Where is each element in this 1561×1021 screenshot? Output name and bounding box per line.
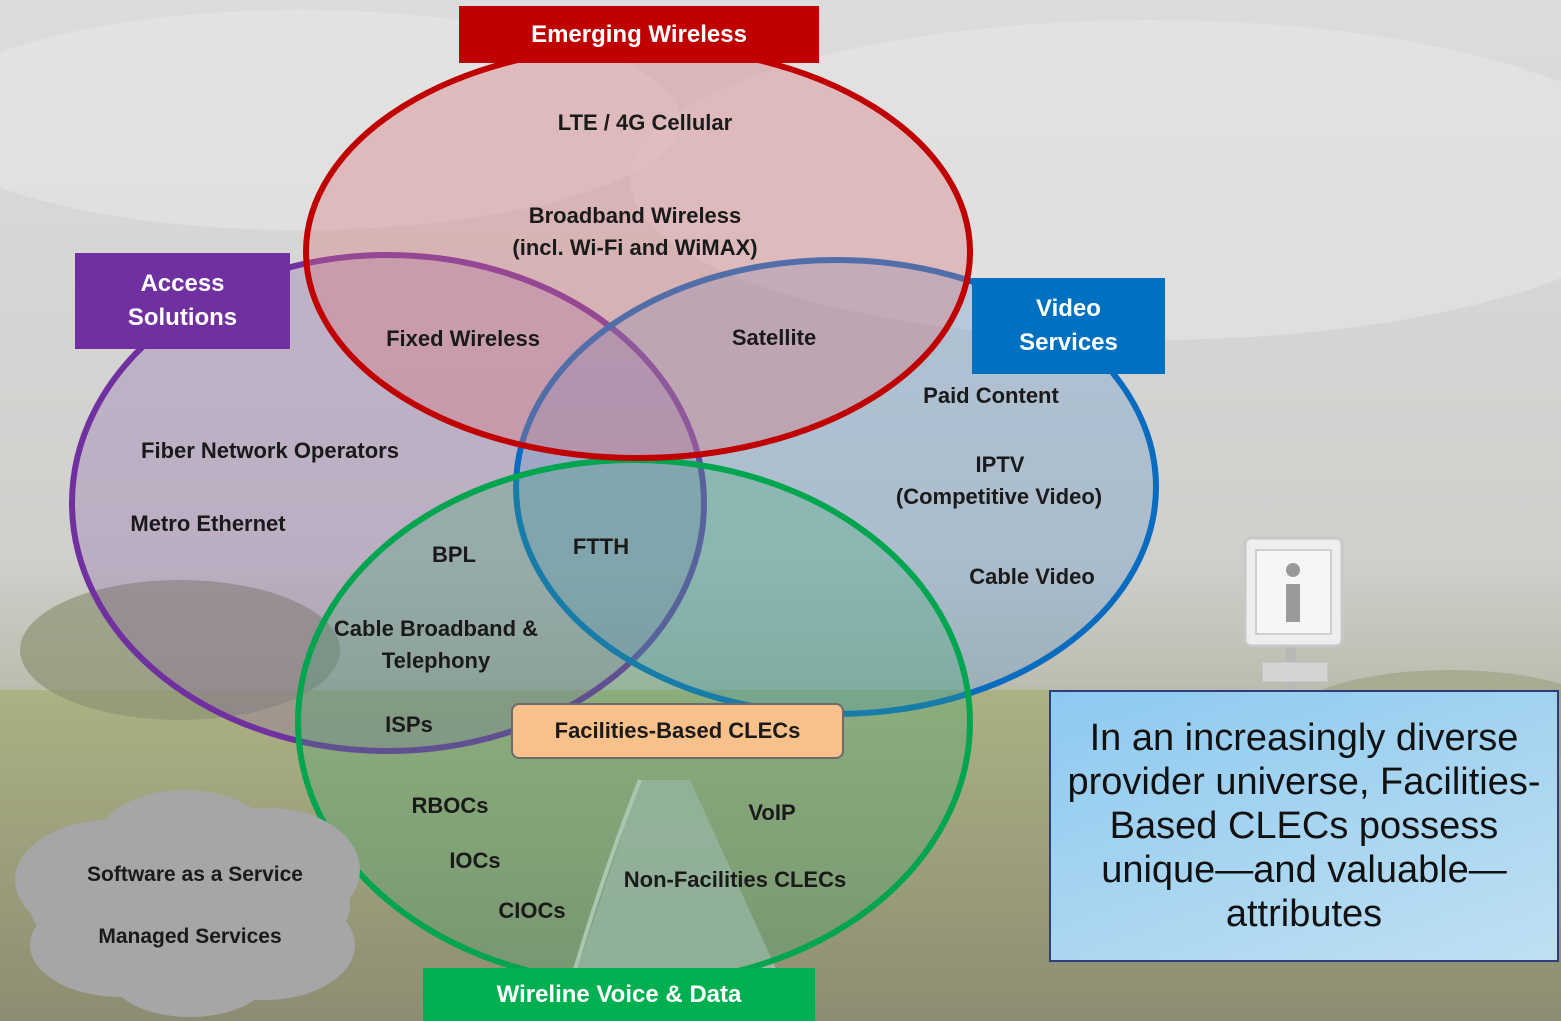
label-cable-broadband: Cable Broadband & bbox=[333, 616, 539, 641]
label-non-facilities-clecs: Non-Facilities CLECs bbox=[623, 867, 847, 892]
label-cable-video: Cable Video bbox=[969, 564, 1095, 589]
facilities-based-clecs-box: Facilities-Based CLECs bbox=[511, 703, 844, 759]
label-rbocs: RBOCs bbox=[411, 793, 489, 818]
label-voip: VoIP bbox=[748, 800, 796, 825]
wireline-title: Wireline Voice & Data bbox=[496, 980, 742, 1008]
label-fixed-wireless: Fixed Wireless bbox=[386, 326, 540, 351]
video-services-header: Video Services bbox=[972, 278, 1165, 374]
label-iptv: IPTV bbox=[975, 452, 1025, 477]
cloud-saas-text: Software as a Service bbox=[87, 863, 303, 886]
label-bpl: BPL bbox=[432, 542, 476, 567]
label-satellite: Satellite bbox=[731, 325, 817, 350]
label-lte: LTE / 4G Cellular bbox=[557, 110, 733, 135]
emerging-wireless-header: Emerging Wireless bbox=[459, 6, 819, 63]
access-solutions-header: Access Solutions bbox=[75, 253, 290, 349]
label-broadband-wireless-sub: (incl. Wi-Fi and WiMAX) bbox=[512, 235, 758, 260]
label-broadband-wireless: Broadband Wireless bbox=[528, 203, 742, 228]
label-cable-broadband-sub: Telephony bbox=[381, 648, 491, 673]
label-metro-ethernet: Metro Ethernet bbox=[130, 511, 286, 536]
video-services-title: Video Services bbox=[1019, 295, 1118, 356]
label-iptv-sub: (Competitive Video) bbox=[895, 484, 1103, 509]
wireline-header: Wireline Voice & Data bbox=[423, 968, 815, 1021]
label-ciocs: CIOCs bbox=[498, 898, 566, 923]
access-solutions-title: Access Solutions bbox=[127, 270, 238, 331]
label-iocs: IOCs bbox=[449, 848, 501, 873]
cloud-managed-text: Managed Services bbox=[98, 925, 282, 948]
emerging-wireless-title: Emerging Wireless bbox=[531, 20, 747, 48]
label-ftth: FTTH bbox=[572, 534, 630, 559]
access-solutions-circle bbox=[69, 252, 707, 754]
callout-text: In an increasingly diverse provider univ… bbox=[1067, 717, 1541, 935]
label-fiber-network-operators: Fiber Network Operators bbox=[141, 438, 399, 463]
cloud-shape bbox=[15, 790, 360, 1017]
callout-box: In an increasingly diverse provider univ… bbox=[1049, 690, 1559, 962]
facilities-based-clecs-label: Facilities-Based CLECs bbox=[554, 718, 801, 743]
label-isps: ISPs bbox=[385, 712, 433, 737]
label-paid-content: Paid Content bbox=[923, 383, 1059, 408]
